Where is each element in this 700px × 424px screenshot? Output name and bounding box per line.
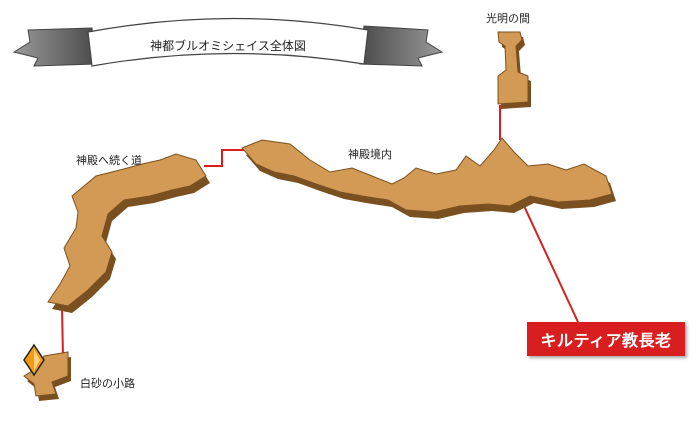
route-hakusa-to-shinden — [61, 307, 64, 358]
orange-diamond-marker-icon — [23, 343, 45, 377]
terrain-komyo — [497, 31, 531, 109]
route-shinden-to-keidai — [204, 149, 248, 167]
map-title: 神都ブルオミシェイス全体図 — [150, 39, 306, 53]
area-label-komyo: 光明の間 — [486, 12, 530, 25]
terrain-shinden-e — [47, 153, 210, 313]
terrain-keidai — [241, 137, 616, 219]
area-label-shinden-e: 神殿へ続く道 — [76, 154, 142, 167]
area-label-keidai: 神殿境内 — [348, 148, 392, 161]
area-label-hakusa: 白砂の小路 — [80, 377, 135, 390]
npc-label-box: キルティア教長老 — [527, 322, 685, 356]
title-ribbon — [12, 17, 444, 67]
